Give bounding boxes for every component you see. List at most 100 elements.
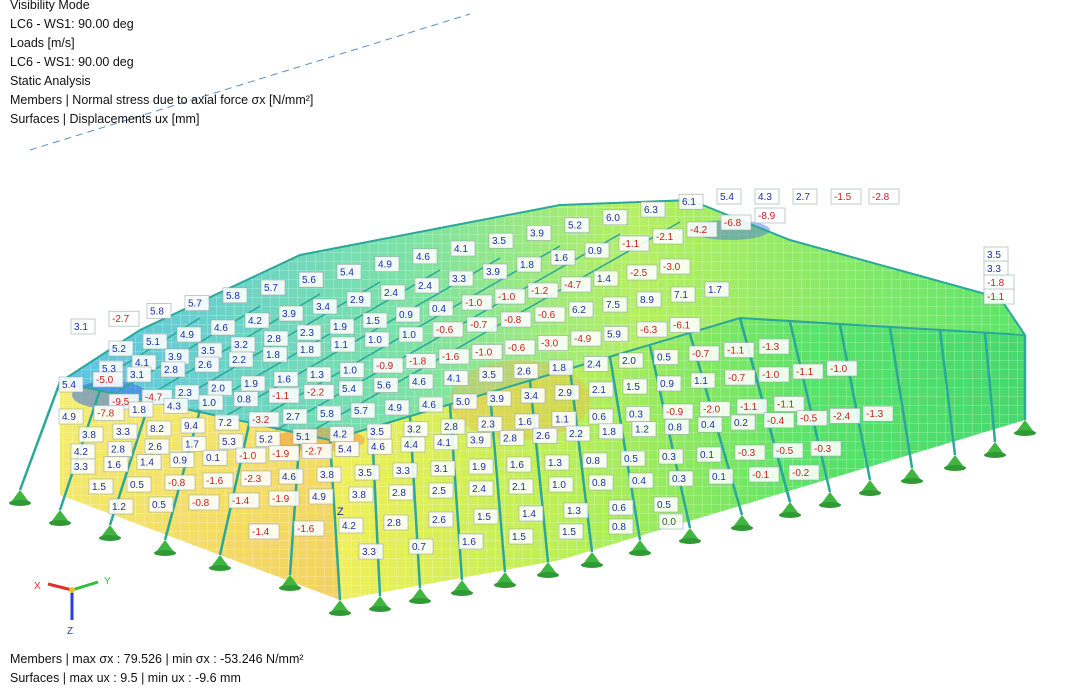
svg-text:2.8: 2.8 (503, 433, 517, 444)
value-label: 2.0 (618, 352, 644, 369)
support-icon (329, 600, 351, 616)
value-label: -1.3 (862, 405, 894, 422)
value-label: -1.1 (983, 288, 1015, 305)
svg-text:0.3: 0.3 (629, 410, 643, 421)
header-line: Surfaces | Displacements ux [mm] (10, 112, 200, 126)
svg-text:0.7: 0.7 (412, 542, 426, 553)
svg-text:-0.4: -0.4 (767, 416, 785, 427)
svg-text:4.1: 4.1 (454, 244, 468, 255)
svg-text:-1.0: -1.0 (465, 298, 483, 309)
value-label: 1.2 (108, 498, 134, 515)
svg-text:2.4: 2.4 (587, 360, 601, 371)
svg-text:-1.9: -1.9 (272, 494, 290, 505)
value-label: 1.0 (198, 394, 224, 411)
svg-text:-0.8: -0.8 (168, 478, 186, 489)
svg-text:1.5: 1.5 (512, 532, 526, 543)
svg-text:1.8: 1.8 (602, 427, 616, 438)
svg-text:-6.8: -6.8 (724, 218, 742, 229)
value-label: 0.0 (658, 513, 684, 530)
value-label: 4.2 (70, 443, 96, 460)
value-label: -1.1 (736, 398, 768, 415)
value-label: -6.1 (669, 317, 701, 333)
value-label: 2.2 (565, 425, 591, 442)
value-label: -1.0 (826, 360, 858, 377)
svg-text:-1.4: -1.4 (232, 496, 250, 507)
svg-text:3.1: 3.1 (434, 464, 448, 475)
support-icon (369, 596, 391, 612)
axis-y-label: Y (104, 576, 111, 587)
value-label: -1.5 (830, 188, 862, 205)
value-label: 6.3 (640, 201, 666, 218)
svg-text:2.3: 2.3 (300, 328, 314, 339)
svg-text:-6.3: -6.3 (640, 325, 658, 336)
svg-text:4.1: 4.1 (135, 358, 149, 369)
svg-text:4.6: 4.6 (416, 252, 430, 263)
value-label: 0.1 (696, 446, 722, 463)
svg-text:-1.9: -1.9 (272, 449, 290, 460)
support-icon (494, 572, 516, 588)
value-label: 0.4 (428, 300, 454, 317)
value-label: 1.6 (103, 456, 129, 473)
value-label: -1.1 (792, 363, 824, 380)
member-column (648, 345, 692, 529)
svg-text:3.2: 3.2 (407, 425, 421, 436)
svg-text:0.4: 0.4 (701, 420, 715, 431)
svg-text:2.6: 2.6 (536, 431, 550, 442)
axis-z-label: Z (67, 626, 73, 637)
value-label: 3.9 (278, 305, 304, 322)
svg-text:1.0: 1.0 (402, 330, 416, 341)
member-column (788, 321, 832, 493)
svg-text:0.1: 0.1 (712, 472, 726, 483)
svg-text:-2.4: -2.4 (833, 411, 851, 422)
value-label: -1.2 (527, 282, 559, 299)
value-label: -1.1 (618, 235, 650, 252)
svg-text:3.5: 3.5 (987, 250, 1001, 261)
support-icon (1014, 420, 1036, 436)
value-label: -2.5 (626, 264, 658, 281)
svg-text:3.9: 3.9 (282, 309, 296, 320)
svg-text:2.0: 2.0 (622, 356, 636, 367)
value-label: -1.6 (202, 472, 234, 489)
value-label: 0.8 (664, 419, 690, 435)
svg-text:5.4: 5.4 (720, 192, 734, 203)
svg-text:4.4: 4.4 (404, 440, 418, 451)
value-label: 5.7 (350, 402, 376, 419)
svg-text:1.5: 1.5 (92, 482, 106, 493)
value-label: 2.4 (468, 480, 494, 497)
header-line: Loads [m/s] (10, 36, 75, 50)
svg-text:0.3: 0.3 (672, 474, 686, 485)
svg-text:1.3: 1.3 (567, 506, 581, 517)
svg-text:6.3: 6.3 (644, 205, 658, 216)
svg-text:-2.8: -2.8 (872, 192, 890, 203)
svg-text:5.1: 5.1 (296, 432, 310, 443)
header-line: Static Analysis (10, 74, 91, 88)
value-label: 7.2 (214, 414, 240, 431)
svg-text:0.8: 0.8 (592, 478, 606, 489)
value-label: 3.8 (78, 426, 104, 443)
svg-text:5.6: 5.6 (377, 381, 391, 392)
svg-text:-2.0: -2.0 (703, 405, 721, 416)
svg-text:-1.1: -1.1 (727, 346, 745, 357)
value-label: 1.8 (296, 341, 322, 358)
svg-text:-0.3: -0.3 (738, 448, 756, 459)
value-label: -1.4 (248, 523, 280, 540)
value-label: 1.5 (473, 508, 499, 525)
value-label: -3.2 (248, 411, 280, 428)
value-label: -6.3 (636, 321, 668, 338)
member-column (838, 324, 872, 481)
value-label: -2.1 (652, 228, 684, 245)
value-label: 1.5 (558, 523, 584, 540)
member-column (608, 356, 642, 541)
svg-text:0.5: 0.5 (152, 500, 166, 511)
value-label: 2.6 (513, 363, 539, 379)
value-label: 4.6 (367, 438, 393, 455)
value-label: -0.8 (500, 311, 532, 328)
value-label: 6.0 (602, 209, 628, 226)
value-label: 2.8 (383, 514, 409, 531)
svg-text:-1.8: -1.8 (987, 278, 1005, 289)
svg-text:5.7: 5.7 (264, 283, 278, 294)
svg-text:-1.1: -1.1 (622, 239, 640, 250)
svg-text:-0.9: -0.9 (376, 361, 394, 372)
